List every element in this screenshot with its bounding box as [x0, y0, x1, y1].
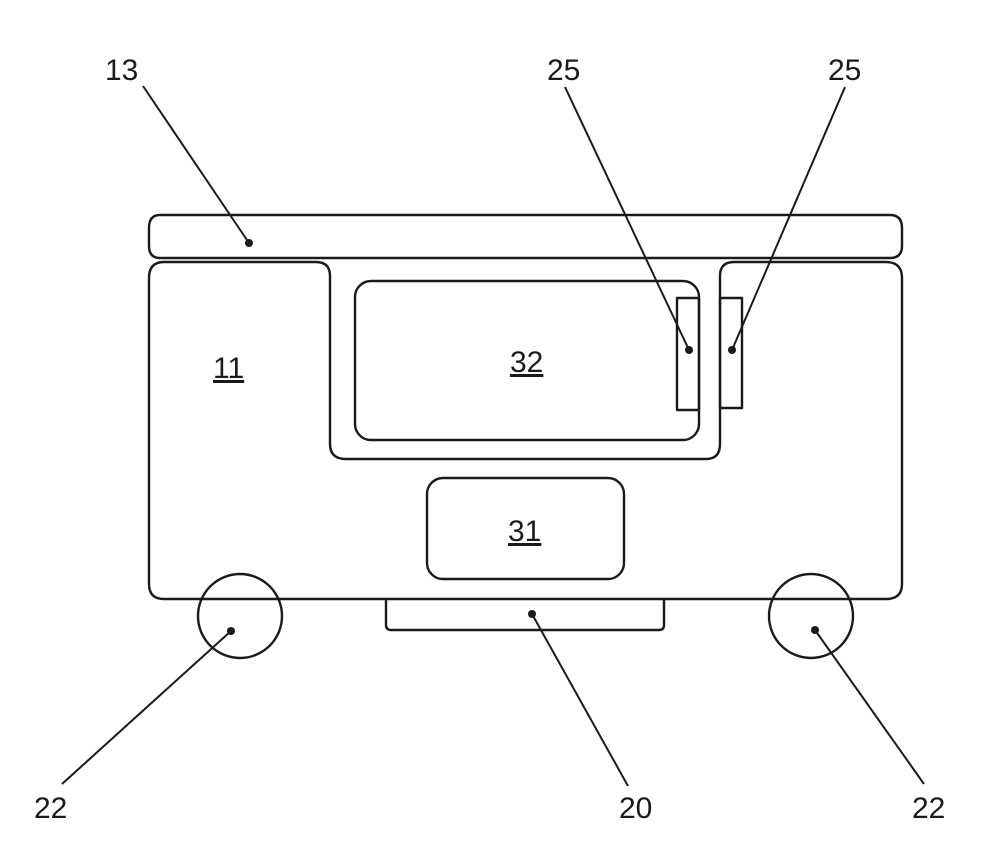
dot-20	[528, 610, 536, 618]
base-plate	[386, 599, 664, 630]
dot-25-right	[728, 346, 736, 354]
label-22-right: 22	[912, 792, 945, 825]
dot-25-left	[685, 346, 693, 354]
label-22-left: 22	[34, 792, 67, 825]
label-25-right: 25	[828, 54, 861, 87]
dot-22-right	[811, 626, 819, 634]
top-plate	[149, 215, 902, 258]
wheel-left	[198, 574, 282, 658]
leader-25-right	[732, 87, 845, 350]
wheel-right	[769, 574, 853, 658]
leader-13	[143, 86, 249, 243]
label-25-left: 25	[547, 54, 580, 87]
dot-13	[245, 239, 253, 247]
label-32: 32	[510, 346, 543, 379]
leader-25-left	[565, 87, 689, 350]
dot-22-left	[227, 627, 235, 635]
body-housing	[149, 262, 902, 599]
label-20: 20	[619, 792, 652, 825]
leader-22-right	[815, 630, 924, 784]
leader-20	[532, 614, 628, 786]
label-11: 11	[213, 352, 244, 385]
sensor-left	[677, 298, 699, 410]
label-13: 13	[105, 54, 138, 87]
label-31: 31	[508, 515, 541, 548]
leader-22-left	[62, 631, 231, 784]
